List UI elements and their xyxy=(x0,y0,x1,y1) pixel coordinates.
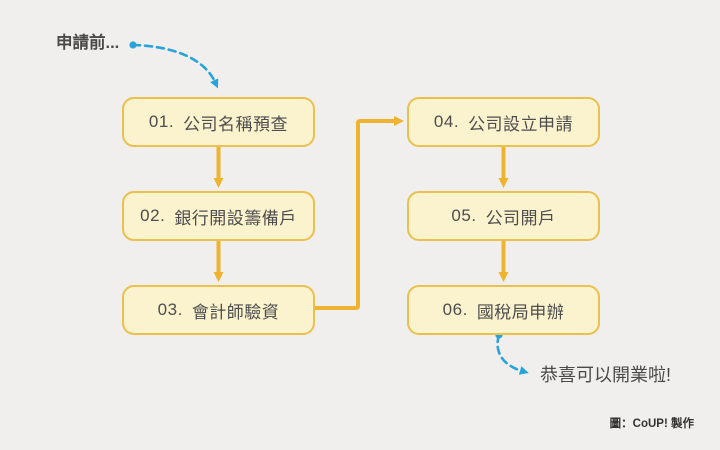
step-number: 04. xyxy=(433,112,460,131)
step-number: 06. xyxy=(442,300,468,319)
step-title: 國稅局申辦 xyxy=(476,302,565,322)
step-title: 公司開戶 xyxy=(485,208,556,228)
arrow-step3-to-step4 xyxy=(315,116,404,310)
step-number: 02. xyxy=(140,206,166,225)
step-title: 銀行開設籌備戶 xyxy=(174,208,297,228)
flow-step-03: 03. 會計師驗資 xyxy=(122,285,315,335)
step-number: 01. xyxy=(148,112,175,131)
flow-step-05: 05. 公司開戶 xyxy=(407,191,600,241)
flow-step-02: 02. 銀行開設籌備戶 xyxy=(122,191,315,241)
step-title: 公司設立申請 xyxy=(468,114,574,134)
end-annotation-label: 恭喜可以開業啦! xyxy=(540,365,672,385)
flow-step-01: 01. 公司名稱預查 xyxy=(122,97,315,147)
flow-step-04: 04. 公司設立申請 xyxy=(407,97,600,147)
start-annotation-dot xyxy=(129,41,137,49)
step-number: 03. xyxy=(157,300,183,319)
flow-step-06: 06. 國稅局申辦 xyxy=(407,285,600,335)
end-annotation-arrow xyxy=(496,333,529,375)
step-title: 公司名稱預查 xyxy=(183,114,289,134)
step-title: 會計師驗資 xyxy=(191,302,280,322)
start-annotation-label: 申請前... xyxy=(56,34,120,52)
step-number: 05. xyxy=(451,206,477,225)
start-annotation-arrow xyxy=(131,43,219,89)
credit-text: 圖：CoUP! 製作 xyxy=(609,418,694,430)
